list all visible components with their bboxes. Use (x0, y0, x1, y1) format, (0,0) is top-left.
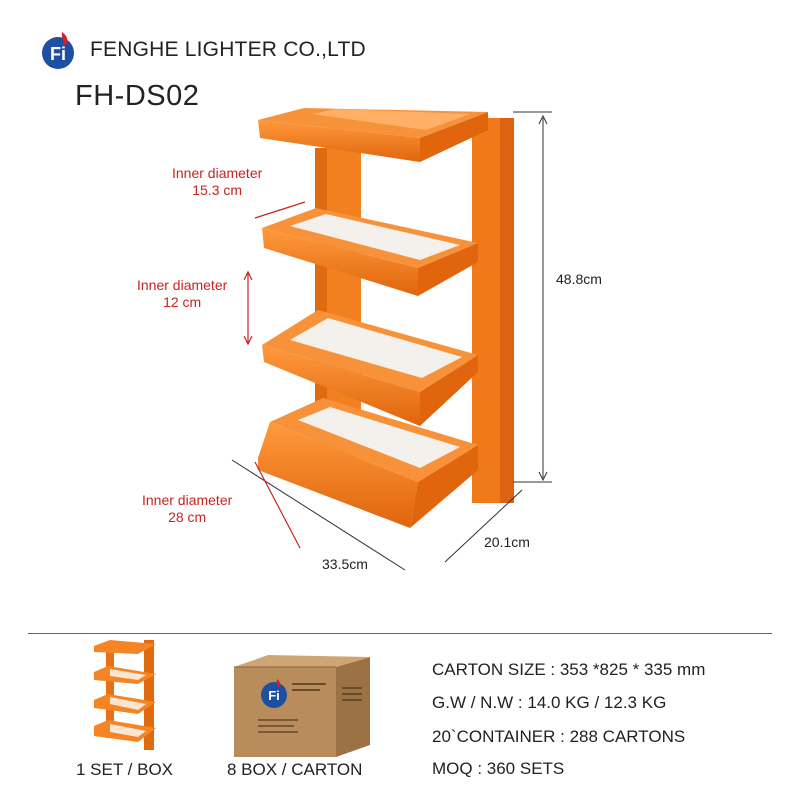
shelf-third (262, 310, 478, 426)
rack-thumbnail-image (94, 640, 156, 750)
inner-diameter-markers (243, 201, 306, 549)
top-shelf-label: Inner diameter 15.3 cm (172, 165, 263, 198)
section-divider (28, 633, 772, 634)
middle-shelf-label: Inner diameter 12 cm (137, 277, 228, 310)
shelf-top (258, 108, 488, 162)
set-caption: 1 SET / BOX (76, 760, 174, 779)
company-logo-icon: Fi (42, 32, 74, 69)
product-diagram (231, 108, 552, 571)
spec-container: 20`CONTAINER : 288 CARTONS (432, 727, 686, 746)
bottom-shelf-label: Inner diameter 28 cm (142, 492, 233, 525)
height-label: 48.8cm (556, 271, 602, 287)
company-name: FENGHE LIGHTER CO.,LTD (90, 38, 366, 61)
carton-caption: 8 BOX / CARTON (227, 760, 363, 779)
width-label: 33.5cm (322, 556, 368, 572)
dimension-lines (231, 111, 552, 571)
carton-logo-text: Fi (268, 688, 280, 703)
depth-label: 20.1cm (484, 534, 530, 550)
carton-thumbnail-image: Fi (234, 655, 370, 757)
spec-weight: G.W / N.W : 14.0 KG / 12.3 KG (432, 693, 667, 712)
spec-carton-size: CARTON SIZE : 353 *825 * 335 mm (432, 660, 706, 679)
model-number: FH-DS02 (75, 80, 200, 112)
spec-moq: MOQ : 360 SETS (432, 759, 565, 778)
shelf-second (262, 208, 478, 296)
shelf-bottom (258, 398, 478, 528)
logo-text: Fi (50, 44, 66, 64)
